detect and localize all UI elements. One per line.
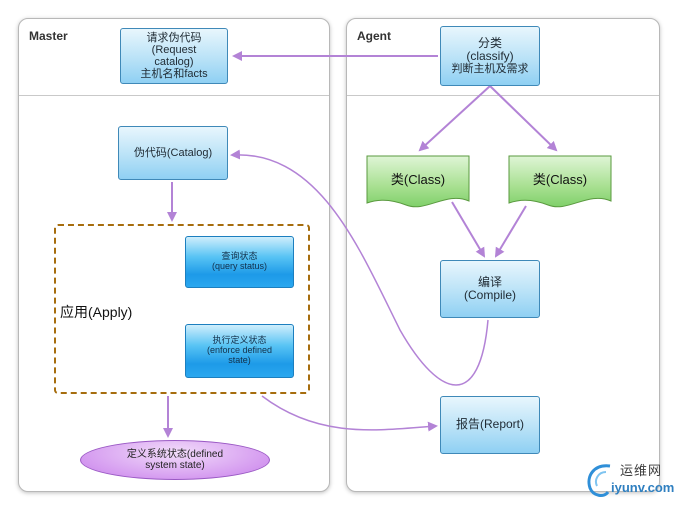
apply-container <box>54 224 310 394</box>
class-right-shape: 类(Class) <box>508 155 612 211</box>
class-right-document-icon <box>508 155 612 208</box>
class-left-document-icon <box>366 155 470 208</box>
master-divider <box>19 95 329 96</box>
enforce-state-box: 执行定义状态 (enforce defined state) <box>185 324 294 378</box>
class-left-label: 类(Class) <box>390 172 446 187</box>
arrow-class-right-to-compile <box>494 205 527 258</box>
class-right-label: 类(Class) <box>532 172 588 187</box>
classify-box: 分类 (classify) 判断主机及需求 <box>440 26 540 86</box>
defined-system-state: 定义系统状态(defined system state) <box>80 440 270 480</box>
watermark-en: iyunv.com <box>611 480 675 495</box>
master-title: Master <box>29 29 68 43</box>
agent-title: Agent <box>357 29 391 43</box>
arrow-compile-to-catalog <box>230 149 489 386</box>
class-left-shape: 类(Class) <box>366 155 470 211</box>
agent-divider <box>347 95 659 96</box>
arrow-apply-to-report <box>261 395 438 432</box>
catalog-box: 伪代码(Catalog) <box>118 126 228 180</box>
apply-label: 应用(Apply) <box>60 304 133 320</box>
arrow-classify-to-class-right <box>489 85 558 152</box>
compile-box: 编译 (Compile) <box>440 260 540 318</box>
arrow-classify-to-class-left <box>418 85 491 152</box>
report-box: 报告(Report) <box>440 396 540 454</box>
watermark-cn: 运维网 <box>620 463 663 478</box>
request-catalog-box: 请求伪代码 (Request catalog) 主机名和facts <box>120 28 228 84</box>
watermark-logo-icon <box>587 464 611 497</box>
arrow-class-left-to-compile <box>451 201 486 258</box>
watermark: 运维网 iyunv.com <box>584 458 680 500</box>
query-status-box: 查询状态 (query status) <box>185 236 294 288</box>
